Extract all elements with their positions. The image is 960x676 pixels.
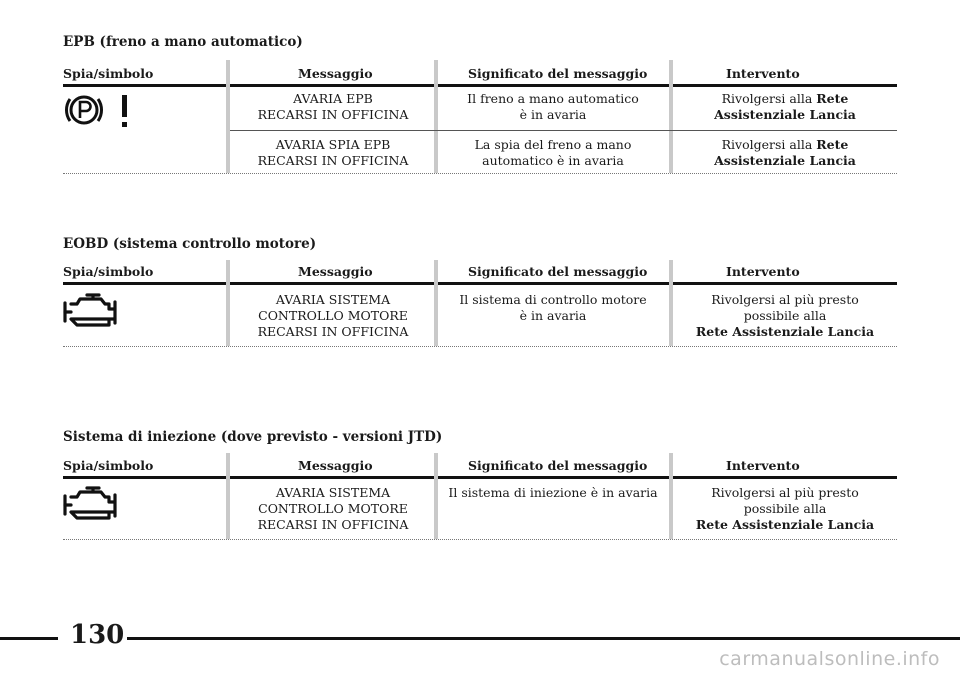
table-header: Spia/simbolo Messaggio Significato del m… [63,264,897,280]
header-rule [63,282,897,285]
parking-brake-warning-icon [65,95,127,127]
significato-line: Il sistema di iniezione è in avaria [448,485,658,500]
header-intervento: Intervento [726,264,800,279]
intervento-text: possibile alla [743,501,827,516]
header-spia: Spia/simbolo [63,66,154,81]
column-divider [669,60,673,173]
intervento-text: Rivolgersi alla [721,91,817,106]
header-significato: Significato del messaggio [468,458,648,473]
intervento-text: possibile alla [743,308,827,323]
section-title: EOBD (sistema controllo motore) [63,236,317,252]
section-title: Sistema di iniezione (dove previsto - ve… [63,429,443,445]
row-divider [230,130,897,131]
table-bottom-rule [63,346,897,347]
table-bottom-rule [63,173,897,174]
header-intervento: Intervento [726,458,800,473]
header-significato: Significato del messaggio [468,66,648,81]
header-spia: Spia/simbolo [63,264,154,279]
messaggio-line: RECARSI IN OFFICINA [257,517,409,532]
messaggio-line: AVARIA SPIA EPB [275,137,391,152]
header-intervento: Intervento [726,66,800,81]
significato-line: Il sistema di controllo motore [459,292,647,307]
messaggio-line: RECARSI IN OFFICINA [257,153,409,168]
table-bottom-rule [63,539,897,540]
messaggio-line: AVARIA EPB [293,91,373,106]
page-number: 130 [70,620,125,650]
column-divider [226,260,230,346]
messaggio-line: AVARIA SISTEMA [275,485,391,500]
messaggio-line: RECARSI IN OFFICINA [257,107,409,122]
intervento-text: Rivolgersi alla [721,137,817,152]
header-messaggio: Messaggio [298,66,373,81]
column-divider [434,60,438,173]
column-divider [434,453,438,539]
table-header: Spia/simbolo Messaggio Significato del m… [63,458,897,474]
engine-check-icon [63,486,117,520]
column-divider [226,453,230,539]
header-rule [63,84,897,87]
column-divider [669,453,673,539]
intervento-bold: Rete [816,137,849,152]
header-significato: Significato del messaggio [468,264,648,279]
significato-line: è in avaria [519,107,587,122]
header-rule [63,476,897,479]
engine-check-icon [63,293,117,327]
column-divider [434,260,438,346]
messaggio-line: RECARSI IN OFFICINA [257,324,409,339]
intervento-bold: Assistenziale Lancia [714,107,856,122]
intervento-text: Rivolgersi al più presto [711,292,859,307]
significato-line: La spia del freno a mano [474,137,632,152]
footer-rule-left [0,637,58,640]
footer-rule-right [127,637,960,640]
table-header: Spia/simbolo Messaggio Significato del m… [63,66,897,82]
intervento-bold: Rete [816,91,849,106]
header-spia: Spia/simbolo [63,458,154,473]
column-divider [669,260,673,346]
intervento-text: Rivolgersi al più presto [711,485,859,500]
watermark: carmanualsonline.info [719,648,940,670]
header-messaggio: Messaggio [298,458,373,473]
intervento-bold: Assistenziale Lancia [714,153,856,168]
section-title: EPB (freno a mano automatico) [63,34,303,50]
messaggio-line: CONTROLLO MOTORE [258,308,408,323]
header-messaggio: Messaggio [298,264,373,279]
messaggio-line: AVARIA SISTEMA [275,292,391,307]
column-divider [226,60,230,173]
intervento-bold: Rete Assistenziale Lancia [695,324,875,339]
intervento-bold: Rete Assistenziale Lancia [695,517,875,532]
significato-line: Il freno a mano automatico [467,91,639,106]
significato-line: è in avaria [519,308,587,323]
significato-line: automatico è in avaria [482,153,624,168]
messaggio-line: CONTROLLO MOTORE [258,501,408,516]
